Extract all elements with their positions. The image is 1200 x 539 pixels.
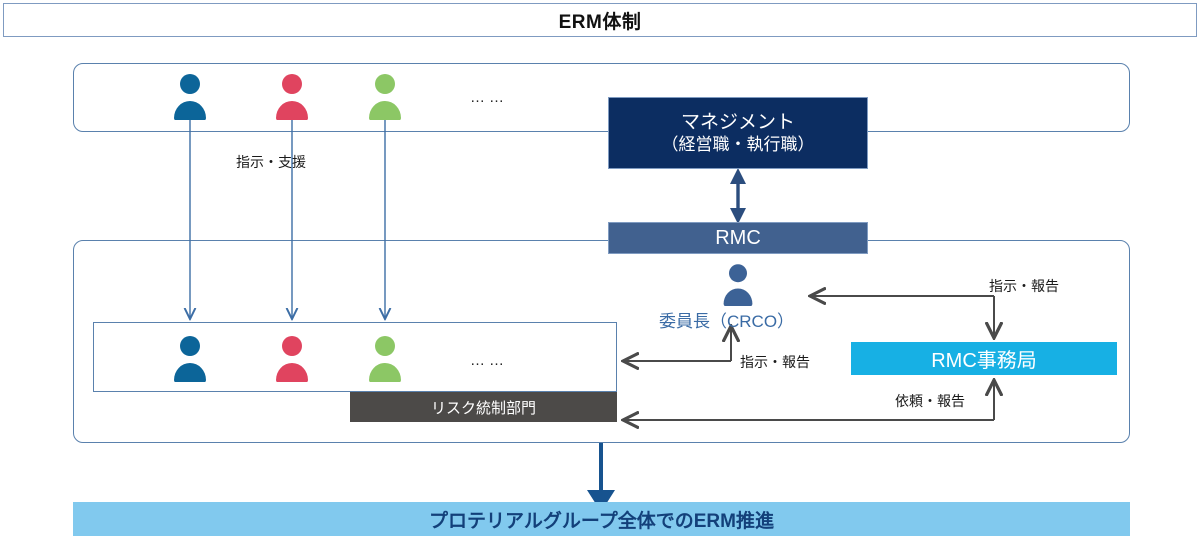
person-icon-pink-top [272, 72, 312, 120]
management-title: マネジメント [680, 111, 795, 133]
top-group-container [73, 63, 1130, 132]
top-group-ellipsis: …… [470, 89, 508, 106]
bottom-group-ellipsis: …… [470, 352, 508, 369]
management-subtitle: （経営職・執行職） [661, 135, 815, 155]
arrow-up-head [730, 168, 746, 184]
rmc-box: RMC [608, 222, 868, 254]
management-box: マネジメント （経営職・執行職） [608, 97, 868, 169]
person-icon-pink-bottom [272, 334, 312, 382]
secretariat-label: RMC事務局 [931, 350, 1037, 372]
crco-label: 委員長（CRCO） [659, 312, 795, 331]
risk-department-label: リスク統制部門 [430, 399, 536, 417]
person-icon-blue-top [170, 72, 210, 120]
person-icon-blue-bottom [170, 334, 210, 382]
diagram-title-bar: ERM体制 [3, 3, 1197, 37]
label-instruction-support: 指示・支援 [236, 154, 306, 170]
label-request-report: 依頼・報告 [895, 393, 965, 409]
erm-promotion-banner: プロテリアルグループ全体でのERM推進 [73, 502, 1130, 536]
risk-department-box: リスク統制部門 [350, 392, 617, 422]
label-instruction-report-left: 指示・報告 [740, 354, 810, 370]
label-instruction-report-right: 指示・報告 [989, 278, 1059, 294]
person-icon-green-bottom [365, 334, 405, 382]
page-title: ERM体制 [558, 11, 642, 33]
erm-promotion-label: プロテリアルグループ全体でのERM推進 [429, 510, 774, 532]
secretariat-box: RMC事務局 [851, 342, 1117, 375]
rmc-label: RMC [715, 226, 761, 249]
person-icon-crco [720, 262, 756, 306]
person-icon-green-top [365, 72, 405, 120]
